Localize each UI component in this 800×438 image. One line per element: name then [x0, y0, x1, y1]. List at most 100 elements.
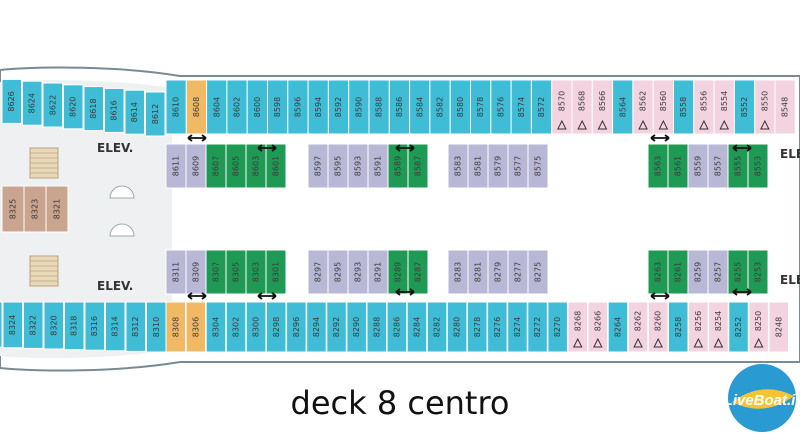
cabin-8304	[205, 301, 227, 353]
cabin-label-8261: 8261	[674, 262, 683, 282]
accessible-icon	[753, 337, 764, 348]
cabin-label-8253: 8253	[754, 262, 763, 282]
elevator-label: ELEV.	[97, 141, 133, 155]
cabin-label-8284: 8284	[412, 317, 421, 337]
cabin-label-8581: 8581	[474, 156, 483, 176]
accessible-icon	[693, 337, 704, 348]
cabin-8322	[23, 301, 44, 349]
cabin-label-8605: 8605	[232, 156, 241, 176]
cabin-8622	[42, 82, 63, 128]
cabin-8252	[728, 301, 749, 353]
cabin-label-8252: 8252	[734, 317, 743, 337]
cabin-8614	[124, 89, 145, 135]
cabin-label-8566: 8566	[598, 91, 607, 111]
cabin-label-8559: 8559	[694, 156, 703, 176]
cabin-label-8594: 8594	[314, 97, 323, 117]
cabin-label-8595: 8595	[334, 156, 343, 176]
cabin-label-8276: 8276	[493, 317, 502, 337]
cabin-label-8297: 8297	[314, 262, 323, 282]
cabin-label-8270: 8270	[553, 317, 562, 337]
cabin-label-8564: 8564	[618, 97, 627, 117]
cabin-label-8248: 8248	[774, 317, 783, 337]
cabin-8272	[527, 301, 548, 353]
cabin-label-8289: 8289	[394, 262, 403, 282]
cabin-label-8324: 8324	[8, 315, 17, 335]
cabin-label-8318: 8318	[70, 316, 79, 336]
cabin-8316	[84, 301, 105, 351]
cabin-label-8570: 8570	[557, 91, 566, 111]
cabin-8301	[265, 249, 287, 295]
cabin-label-8286: 8286	[392, 317, 401, 337]
connecting-door-icon	[650, 134, 670, 142]
cabin-8270	[547, 301, 568, 353]
cabin-8626	[1, 78, 22, 124]
cabin-8275	[527, 249, 549, 295]
cabin-label-8287: 8287	[414, 262, 423, 282]
cabin-label-8298: 8298	[272, 317, 281, 337]
cabin-label-8620: 8620	[69, 97, 78, 117]
cabin-label-8296: 8296	[292, 317, 301, 337]
cabin-label-8307: 8307	[212, 262, 221, 282]
accessible-icon	[593, 337, 603, 348]
cabin-8300	[245, 301, 267, 353]
cabin-8575	[527, 143, 549, 189]
cabin-label-8257: 8257	[714, 262, 723, 282]
cabin-label-8572: 8572	[537, 97, 546, 117]
cabin-label-8264: 8264	[613, 317, 622, 337]
cabin-8290	[346, 301, 367, 353]
cabin-8618	[83, 86, 104, 132]
cabin-8258	[668, 301, 689, 353]
cabin-label-8288: 8288	[372, 317, 381, 337]
cabin-label-8306: 8306	[191, 317, 200, 337]
cabin-label-8302: 8302	[232, 317, 241, 337]
cabin-8616	[104, 87, 125, 133]
cabin-label-8283: 8283	[454, 262, 463, 282]
accessible-icon	[658, 119, 669, 130]
cabin-label-8611: 8611	[172, 156, 181, 176]
cabin-8280	[446, 301, 468, 353]
cabin-8624	[22, 80, 43, 126]
cabin-label-8305: 8305	[232, 262, 241, 282]
cabin-label-8290: 8290	[352, 317, 361, 337]
lobby-fixture	[109, 185, 135, 199]
cabin-label-8583: 8583	[454, 156, 463, 176]
cabin-8254	[708, 301, 729, 353]
logo-text: LiveBoat.it	[724, 392, 800, 409]
cabin-8320	[43, 301, 64, 350]
cabin-8253	[747, 249, 769, 295]
cabin-label-8282: 8282	[433, 317, 442, 337]
cabin-label-8575: 8575	[534, 156, 543, 176]
cabin-label-8321: 8321	[53, 199, 62, 219]
cabin-label-8598: 8598	[273, 97, 282, 117]
connecting-door-icon	[650, 292, 670, 300]
cabin-label-8304: 8304	[211, 317, 220, 337]
accessible-icon	[719, 119, 730, 130]
accessible-icon	[638, 119, 648, 130]
cabin-label-8607: 8607	[212, 156, 221, 176]
cabin-label-8554: 8554	[720, 91, 729, 111]
cabin-label-8255: 8255	[734, 262, 743, 282]
connecting-door-icon	[395, 288, 415, 296]
cabin-label-8586: 8586	[395, 97, 404, 117]
cabin-label-8281: 8281	[474, 262, 483, 282]
cabin-label-8272: 8272	[533, 317, 542, 337]
cabin-8601	[265, 143, 287, 189]
cabin-label-8591: 8591	[374, 156, 383, 176]
accessible-icon	[633, 337, 643, 348]
cabin-8287	[407, 249, 429, 295]
cabin-label-8588: 8588	[375, 97, 384, 117]
cabin-label-8260: 8260	[654, 311, 663, 331]
accessible-icon	[557, 119, 567, 130]
cabin-label-8609: 8609	[192, 156, 201, 176]
cabin-label-8579: 8579	[494, 156, 503, 176]
cabin-label-8275: 8275	[534, 262, 543, 282]
hull-outline	[0, 66, 800, 372]
cabin-label-8626: 8626	[7, 91, 16, 111]
accessible-icon	[760, 119, 770, 130]
cabin-label-8277: 8277	[514, 262, 523, 282]
cabin-8248	[768, 301, 789, 353]
cabin-label-8610: 8610	[172, 97, 181, 117]
cabin-label-8550: 8550	[760, 91, 769, 111]
cabin-label-8582: 8582	[436, 97, 445, 117]
connecting-door-icon	[187, 134, 207, 142]
